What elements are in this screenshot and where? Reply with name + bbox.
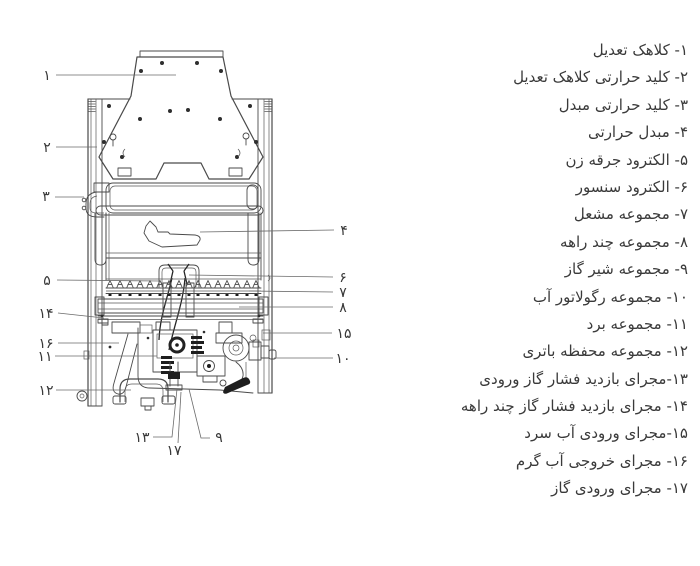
callout-8: ۸	[339, 300, 347, 316]
legend-item-14: ۱۴- مجرای بازدید فشار گاز چند راهه	[460, 397, 688, 416]
hood-rivets	[102, 61, 258, 159]
burner-assembly	[105, 278, 262, 318]
heat-exchanger-top	[81, 182, 264, 218]
gas-pressure-test-port	[101, 318, 109, 326]
callout-15: ۱۵	[336, 326, 351, 342]
gas-inlet-pipe	[165, 361, 183, 391]
callout-9: ۹	[215, 430, 223, 446]
control-board-unit	[152, 321, 204, 374]
legend-item-8: ۸- مجموعه چند راهه	[560, 232, 688, 251]
legend-item-1: ۱- کلاهک تعدیل	[592, 41, 688, 59]
battery-compartment	[112, 378, 176, 411]
manifold-assembly	[94, 296, 269, 326]
legend-item-5: ۵- الکترود جرقه زن	[565, 150, 688, 169]
callout-17: ۱۷	[166, 443, 182, 459]
callout-6: ۶	[339, 270, 347, 286]
sensor-electrode	[183, 263, 190, 285]
gas-valve-assembly	[196, 355, 226, 383]
lower-assembly	[76, 321, 277, 411]
legend-item-15: ۱۵-مجرای ورودی آب سرد	[524, 424, 688, 443]
combustion-chamber	[94, 212, 262, 281]
leader-lines	[55, 74, 335, 444]
legend-item-11: ۱۱- مجموعه برد	[586, 314, 688, 333]
callout-1: ۱	[43, 68, 51, 84]
legend-item-12: ۱۲- مجموعه محفظه باتری	[522, 342, 688, 361]
legend-item-6: ۶- الکترود سنسور	[575, 177, 688, 196]
cabinet-frame	[83, 98, 273, 407]
water-regulator	[215, 321, 277, 394]
legend-item-4: ۴- مبدل حرارتی	[588, 123, 688, 142]
callout-5: ۵	[43, 273, 51, 289]
draft-hood	[98, 50, 264, 180]
legend-item-17: ۱۷- مجرای ورودی گاز	[551, 479, 688, 498]
callout-4: ۴	[340, 223, 348, 239]
legend-item-2: ۲- کلید حرارتی کلاهک تعدیل	[513, 68, 688, 87]
callout-16: ۱۶	[38, 336, 53, 352]
legend-item-3: ۳- کلید حرارتی مبدل	[558, 95, 688, 114]
legend-item-7: ۷- مجموعه مشعل	[573, 205, 688, 224]
legend-item-10: ۱۰- مجموعه رگولاتور آب	[532, 287, 688, 306]
legend-item-16: ۱۶- مجرای خروجی آب گرم	[515, 451, 688, 470]
legend-item-9: ۹- مجموعه شیر گاز	[564, 260, 688, 279]
callout-11: ۱۱	[37, 349, 52, 365]
callout-10: ۱۰	[335, 351, 350, 367]
heat-exchanger-cutout	[143, 220, 201, 248]
callout-12: ۱۲	[38, 383, 53, 399]
callout-14: ۱۴	[38, 306, 53, 322]
callout-2: ۲	[43, 140, 51, 156]
callout-7: ۷	[339, 285, 347, 301]
parts-legend: ۱- کلاهک تعدیل ۲- کلید حرارتی کلاهک تعدی…	[461, 37, 688, 503]
callout-3: ۳	[42, 189, 50, 205]
callout-numbers: ۱ ۲ ۳ ۴ ۵ ۶ ۷ ۸ ۹ ۱۰ ۱۱ ۱۲ ۱۳ ۱۴ ۱۵ ۱۶ ۱…	[37, 68, 351, 459]
callout-13: ۱۳	[134, 430, 150, 446]
legend-item-13: ۱۳-مجرای بازدید فشار گاز ورودی	[479, 369, 688, 388]
hot-water-outlet-pipe	[76, 333, 138, 402]
exchanger-thermal-switch	[81, 182, 110, 218]
keyhole-slots	[109, 132, 250, 147]
valve-lever	[223, 377, 251, 394]
